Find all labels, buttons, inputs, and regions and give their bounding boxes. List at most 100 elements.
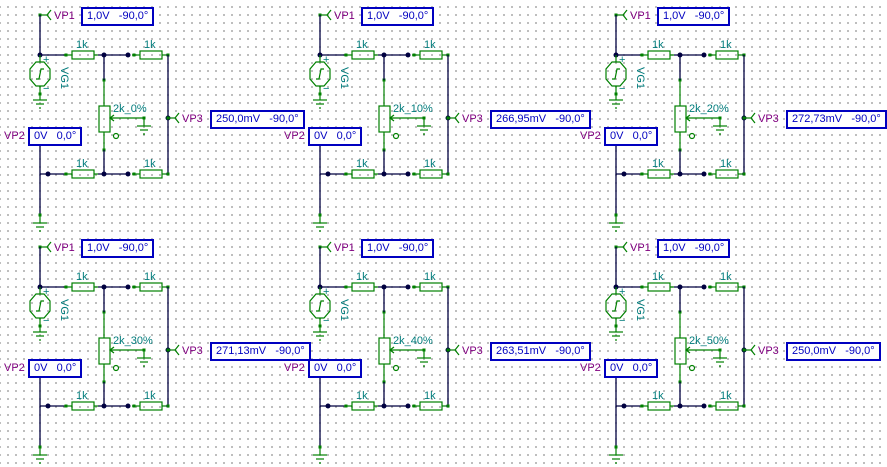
voltage-source-vg1[interactable]: +−VG1: [605, 54, 646, 100]
resistor-r4[interactable]: 1k: [412, 390, 446, 411]
potentiometer[interactable]: 2k_10%: [378, 78, 433, 152]
step-icon: [612, 68, 620, 80]
resistor-r3[interactable]: 1k: [640, 158, 674, 179]
pin: [132, 53, 136, 57]
resistor-r1[interactable]: 1k: [344, 39, 378, 60]
resistor-label: 1k: [144, 39, 156, 51]
pin: [708, 404, 712, 408]
resistor-r1[interactable]: 1k: [344, 271, 378, 292]
resistor-r2[interactable]: 1k: [132, 271, 166, 292]
potentiometer[interactable]: 2k_50%: [674, 310, 729, 384]
source-body: [309, 293, 331, 319]
resistor-body: [647, 50, 671, 60]
probe-vp3[interactable]: VP3: [742, 112, 779, 125]
probe-vp1-label: VP1: [630, 242, 651, 254]
pot-label: 2k_0%: [113, 103, 147, 115]
potentiometer[interactable]: 2k_40%: [378, 310, 433, 384]
source-body: [605, 61, 627, 87]
ground-icon: [609, 99, 623, 109]
resistor-r2[interactable]: 1k: [132, 39, 166, 60]
voltage-source-vg1[interactable]: +−VG1: [29, 286, 70, 332]
readout-vp3: 250,0mV -90,0°: [210, 110, 305, 129]
probe-vp3[interactable]: VP3: [742, 344, 779, 357]
resistor-r4[interactable]: 1k: [132, 390, 166, 411]
junction-dot: [325, 171, 331, 177]
resistor-label: 1k: [652, 390, 664, 402]
resistor-label: 1k: [720, 271, 732, 283]
voltage-source-vg1[interactable]: +−VG1: [309, 54, 350, 100]
probe-vp1[interactable]: VP1: [614, 241, 651, 254]
probe-vp2-label: VP2: [4, 130, 25, 142]
readout-vp3: 263,51mV -90,0°: [490, 342, 591, 361]
probe-vp1[interactable]: VP1: [318, 9, 355, 22]
pin: [614, 92, 618, 96]
resistor-r1[interactable]: 1k: [64, 39, 98, 60]
probe-vp3[interactable]: VP3: [166, 344, 203, 357]
voltage-source-vg1[interactable]: +−VG1: [29, 54, 70, 100]
ground-icon: [137, 357, 151, 367]
potentiometer[interactable]: 2k_20%: [674, 78, 729, 152]
readout-vp2: 0V 0,0°: [308, 127, 363, 146]
potentiometer[interactable]: 2k_0%: [98, 78, 147, 152]
minus-sign: −: [43, 315, 49, 327]
junction-dot: [701, 52, 707, 58]
pin: [64, 285, 68, 289]
pot-label: 2k_10%: [393, 103, 433, 115]
resistor-r1[interactable]: 1k: [640, 39, 674, 60]
pin: [318, 324, 322, 328]
resistor-r2[interactable]: 1k: [412, 271, 446, 292]
resistor-r3[interactable]: 1k: [640, 390, 674, 411]
junction-dot: [405, 284, 411, 290]
probe-vp3[interactable]: VP3: [166, 112, 203, 125]
junction-dot: [677, 171, 683, 177]
ground-icon: [137, 125, 151, 135]
resistor-body: [71, 169, 95, 179]
pin: [166, 404, 170, 408]
source-body: [309, 61, 331, 87]
step-icon: [612, 300, 620, 312]
probe-vp1[interactable]: VP1: [38, 9, 75, 22]
resistor-body: [715, 50, 739, 60]
probe-vp1[interactable]: VP1: [614, 9, 651, 22]
probe-icon: [326, 9, 332, 21]
step-icon: [36, 68, 44, 80]
readout-vp2: 0V 0,0°: [28, 359, 83, 378]
resistor-r2[interactable]: 1k: [708, 39, 742, 60]
probe-vp3[interactable]: VP3: [446, 112, 483, 125]
step-icon: [316, 300, 324, 312]
resistor-label: 1k: [720, 390, 732, 402]
resistor-r4[interactable]: 1k: [708, 390, 742, 411]
resistor-label: 1k: [720, 158, 732, 170]
minus-sign: −: [43, 83, 49, 95]
resistor-r3[interactable]: 1k: [344, 390, 378, 411]
resistor-body: [647, 282, 671, 292]
resistor-r3[interactable]: 1k: [344, 158, 378, 179]
resistor-r3[interactable]: 1k: [64, 390, 98, 411]
junction-dot: [125, 403, 131, 409]
probe-vp1[interactable]: VP1: [38, 241, 75, 254]
potentiometer[interactable]: 2k_30%: [98, 310, 153, 384]
resistor-r1[interactable]: 1k: [64, 271, 98, 292]
pot-body: [98, 105, 111, 133]
probe-icon: [46, 9, 52, 21]
resistor-r2[interactable]: 1k: [412, 39, 446, 60]
resistor-r4[interactable]: 1k: [132, 158, 166, 179]
source-label: VG1: [338, 299, 350, 321]
resistor-r4[interactable]: 1k: [412, 158, 446, 179]
probe-vp1[interactable]: VP1: [318, 241, 355, 254]
junction-dot: [125, 171, 131, 177]
minus-sign: −: [619, 315, 625, 327]
pin: [344, 285, 348, 289]
resistor-body: [419, 50, 443, 60]
resistor-r3[interactable]: 1k: [64, 158, 98, 179]
resistor-r2[interactable]: 1k: [708, 271, 742, 292]
ground-icon: [33, 99, 47, 109]
resistor-r4[interactable]: 1k: [708, 158, 742, 179]
resistor-r1[interactable]: 1k: [640, 271, 674, 292]
voltage-source-vg1[interactable]: +−VG1: [309, 286, 350, 332]
probe-icon: [46, 241, 52, 253]
ground-icon: [33, 222, 47, 232]
probe-vp3[interactable]: VP3: [446, 344, 483, 357]
pin: [446, 172, 450, 176]
voltage-source-vg1[interactable]: +−VG1: [605, 286, 646, 332]
